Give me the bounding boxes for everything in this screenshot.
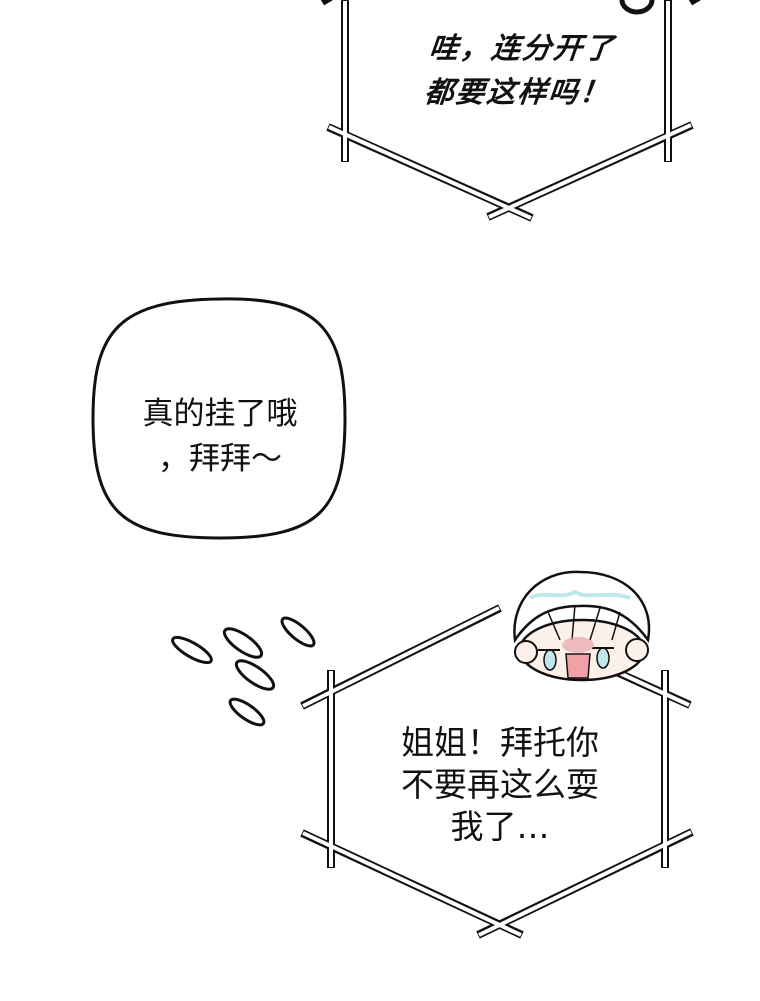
bottom-speech-text: 姐姐！拜托你 不要再这么耍 我了… (370, 722, 630, 848)
speech-line: 不要再这么耍 (401, 765, 599, 804)
top-hexagon-frame (320, 0, 702, 222)
speed-lines (171, 616, 316, 727)
speech-line: 都要这样吗！ (422, 75, 613, 109)
partial-circle-mark (619, 0, 655, 15)
speech-line: 我了… (450, 807, 550, 846)
top-speech-text: 哇，连分开了 都要这样吗！ (400, 26, 639, 114)
middle-speech-text: 真的挂了哦 ，拜拜～ (110, 392, 330, 482)
rounded-speech-bubble (91, 297, 347, 540)
chibi-character-head (513, 570, 651, 682)
bottom-hexagon-frame (300, 604, 694, 939)
speech-line: 姐姐！拜托你 (401, 723, 599, 762)
speech-line: 真的挂了哦 (142, 396, 298, 432)
speech-line: ，拜拜～ (158, 441, 282, 477)
speech-line: 哇，连分开了 (427, 31, 618, 65)
